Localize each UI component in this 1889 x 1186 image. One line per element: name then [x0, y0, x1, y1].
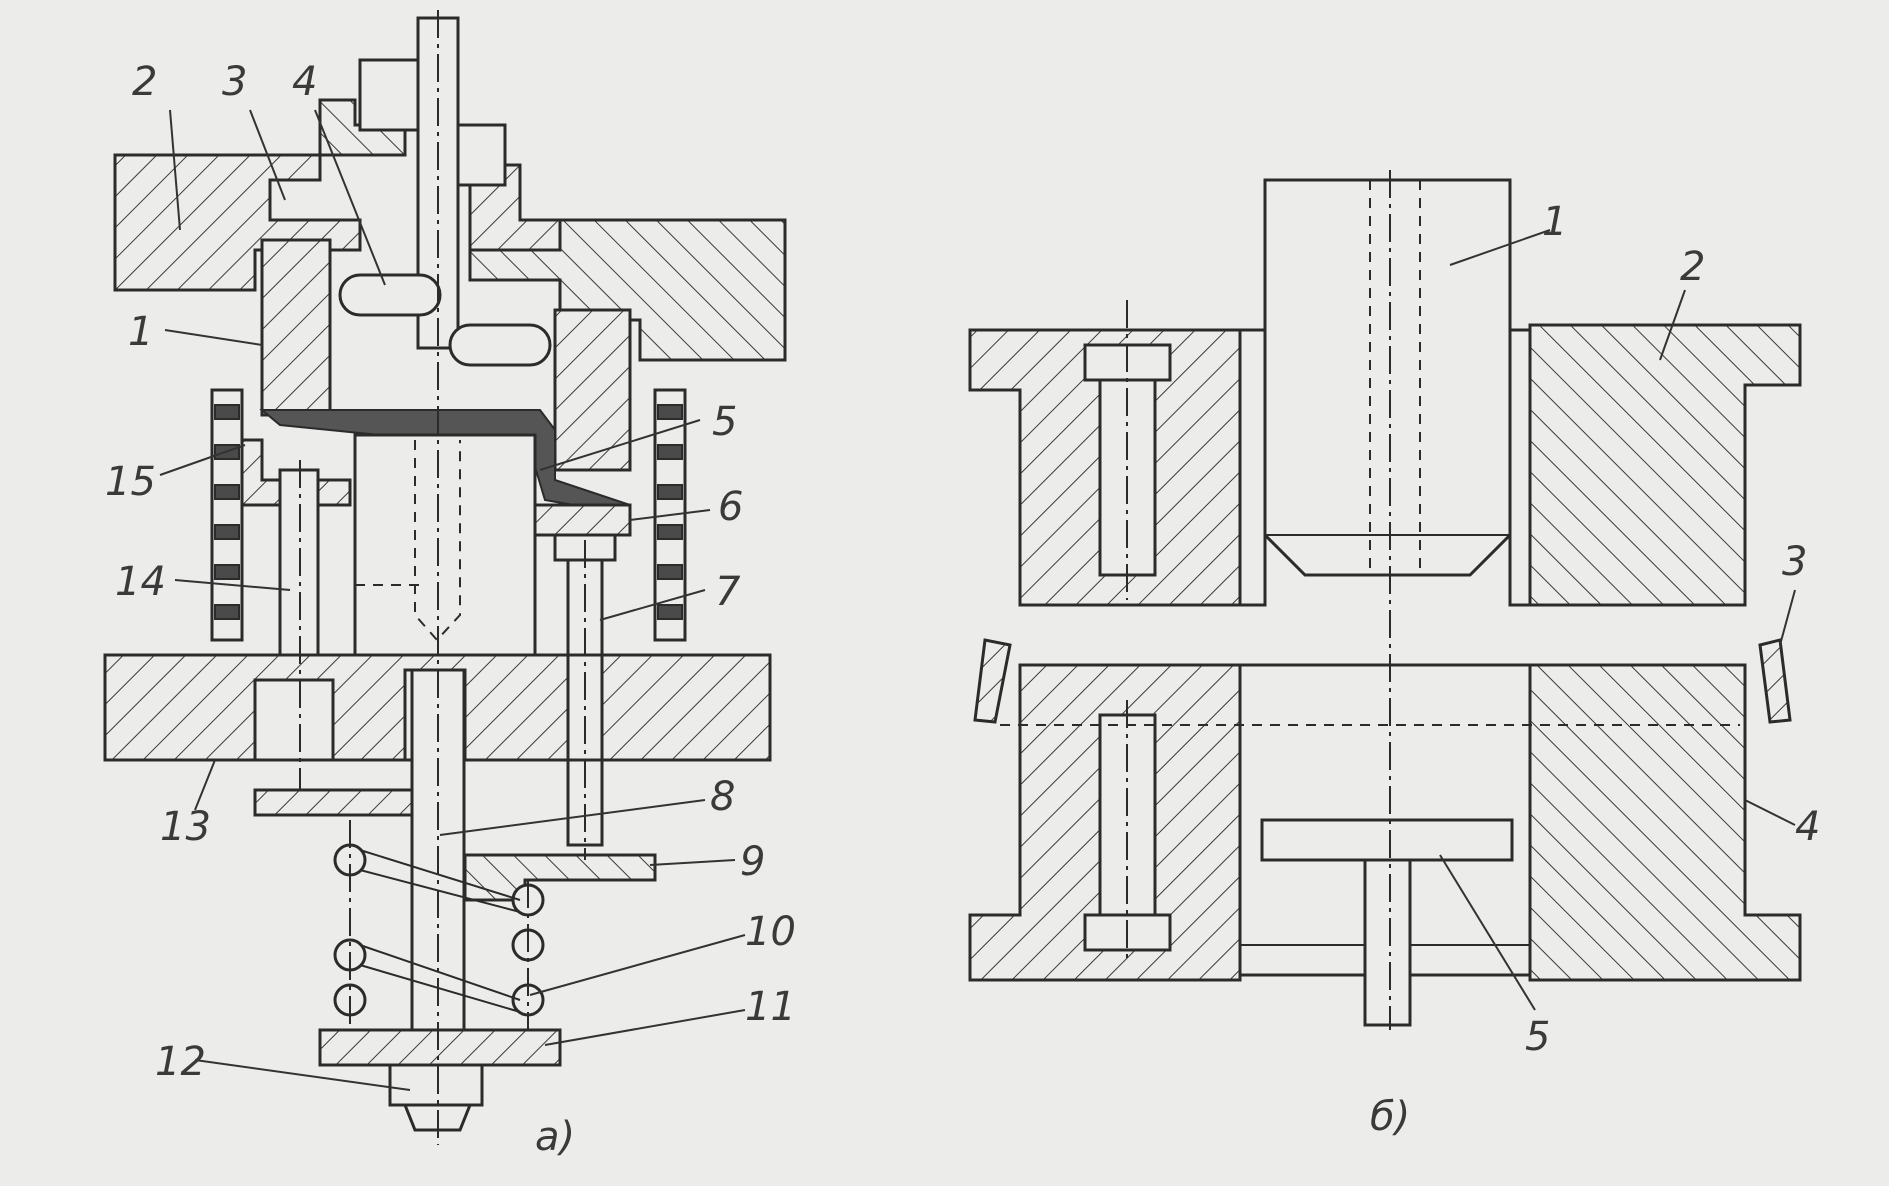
- stem-head: [358, 58, 422, 132]
- punch-1: [260, 238, 332, 417]
- blank-holder-6: [533, 503, 632, 537]
- caption-a: а): [535, 1114, 575, 1160]
- label-b-1: 1: [1542, 199, 1567, 245]
- figure-b-labels: 1 2 3 4 5 б): [1370, 199, 1820, 1140]
- label-a-8: 8: [710, 774, 735, 820]
- rubber-ring-left: [210, 388, 244, 642]
- label-b-4: 4: [1795, 804, 1820, 850]
- label-a-5: 5: [712, 399, 737, 445]
- workpiece-3: [1758, 638, 1792, 724]
- label-b-3: 3: [1782, 539, 1807, 585]
- label-a-10: 10: [745, 909, 796, 955]
- punch-1b: [1263, 178, 1512, 577]
- upper-plate-right: [468, 218, 787, 362]
- ejector-4: [338, 273, 442, 317]
- figure-b: [968, 170, 1802, 1030]
- figure-a-labels: 2 3 4 1 15 14 5 6 7 8 9 10 11 12 13 а): [105, 59, 796, 1160]
- label-b-5: 5: [1525, 1014, 1550, 1060]
- figure-a: [103, 10, 787, 1145]
- plate-8: [253, 788, 414, 817]
- label-a-15: 15: [105, 459, 156, 505]
- ejector-4b: [448, 323, 552, 367]
- label-a-7: 7: [715, 569, 741, 615]
- caption-b: б): [1370, 1094, 1410, 1140]
- label-a-12: 12: [155, 1039, 206, 1085]
- upper-gap: [1238, 328, 1267, 607]
- die-5: [353, 433, 537, 672]
- label-b-2: 2: [1680, 244, 1705, 290]
- label-a-14: 14: [115, 559, 166, 605]
- label-a-3: 3: [222, 59, 247, 105]
- ejector-5-rod: [1363, 858, 1412, 1027]
- workpiece-3-left: [973, 638, 1012, 724]
- plate-11: [318, 1028, 562, 1067]
- upper-gap-right: [1508, 328, 1532, 607]
- label-a-9: 9: [740, 839, 765, 885]
- label-a-2: 2: [132, 59, 157, 105]
- lower-right-block-4: [1528, 663, 1802, 982]
- label-a-4: 4: [292, 59, 317, 105]
- nut-12: [388, 1063, 484, 1107]
- punch-1-right: [553, 308, 632, 472]
- label-a-6: 6: [718, 484, 743, 530]
- ejector-5: [1260, 818, 1514, 862]
- base-socket-left: [253, 678, 335, 762]
- upper-right-block-2: [1528, 323, 1802, 607]
- label-a-1: 1: [128, 309, 153, 355]
- plate-9: [463, 853, 657, 902]
- label-a-11: 11: [745, 984, 796, 1030]
- label-a-13: 13: [160, 804, 211, 850]
